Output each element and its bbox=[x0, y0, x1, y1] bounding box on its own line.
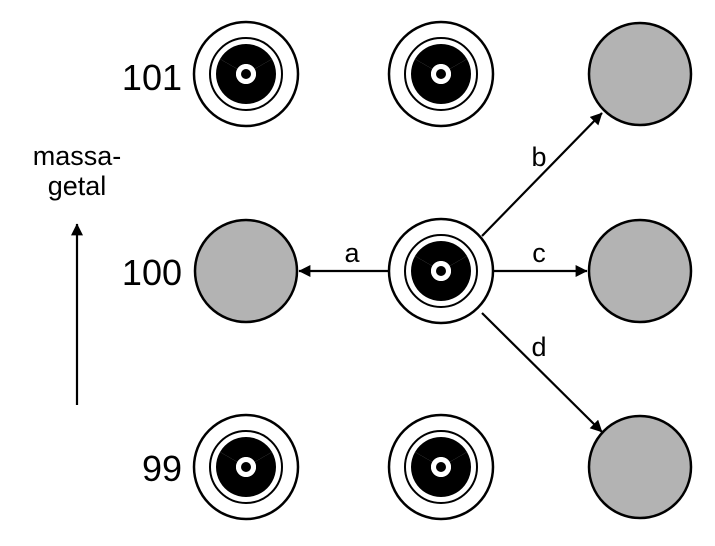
radiation-icon bbox=[192, 413, 300, 521]
nucleus-r100-c1 bbox=[193, 218, 299, 324]
mass-number-99: 99 bbox=[142, 448, 182, 489]
radiation-icon bbox=[387, 413, 495, 521]
axis-label-line1: massa- bbox=[33, 141, 122, 171]
arrow-label-a: a bbox=[344, 238, 360, 268]
radiation-icon bbox=[192, 20, 300, 128]
radiation-icon bbox=[387, 20, 495, 128]
arrow-label-d: d bbox=[531, 332, 546, 362]
mass-number-100: 100 bbox=[122, 252, 182, 293]
nucleus-r99-c2 bbox=[387, 413, 495, 521]
radiation-icon bbox=[387, 217, 495, 325]
nucleus-r100-c2 bbox=[387, 217, 495, 325]
arrow-label-c: c bbox=[532, 238, 546, 268]
arrow-b bbox=[481, 112, 603, 237]
nucleus-r99-c1 bbox=[192, 413, 300, 521]
nucleus-r100-c3 bbox=[587, 218, 693, 324]
arrow-label-b: b bbox=[531, 142, 546, 172]
nucleus-r101-c1 bbox=[192, 20, 300, 128]
nucleus-r101-c2 bbox=[387, 20, 495, 128]
mass-number-101: 101 bbox=[122, 57, 182, 98]
arrow-d bbox=[481, 312, 603, 433]
axis-label-line2: getal bbox=[48, 171, 107, 201]
nucleus-r99-c3 bbox=[587, 414, 693, 520]
nucleus-r101-c3 bbox=[587, 21, 693, 127]
